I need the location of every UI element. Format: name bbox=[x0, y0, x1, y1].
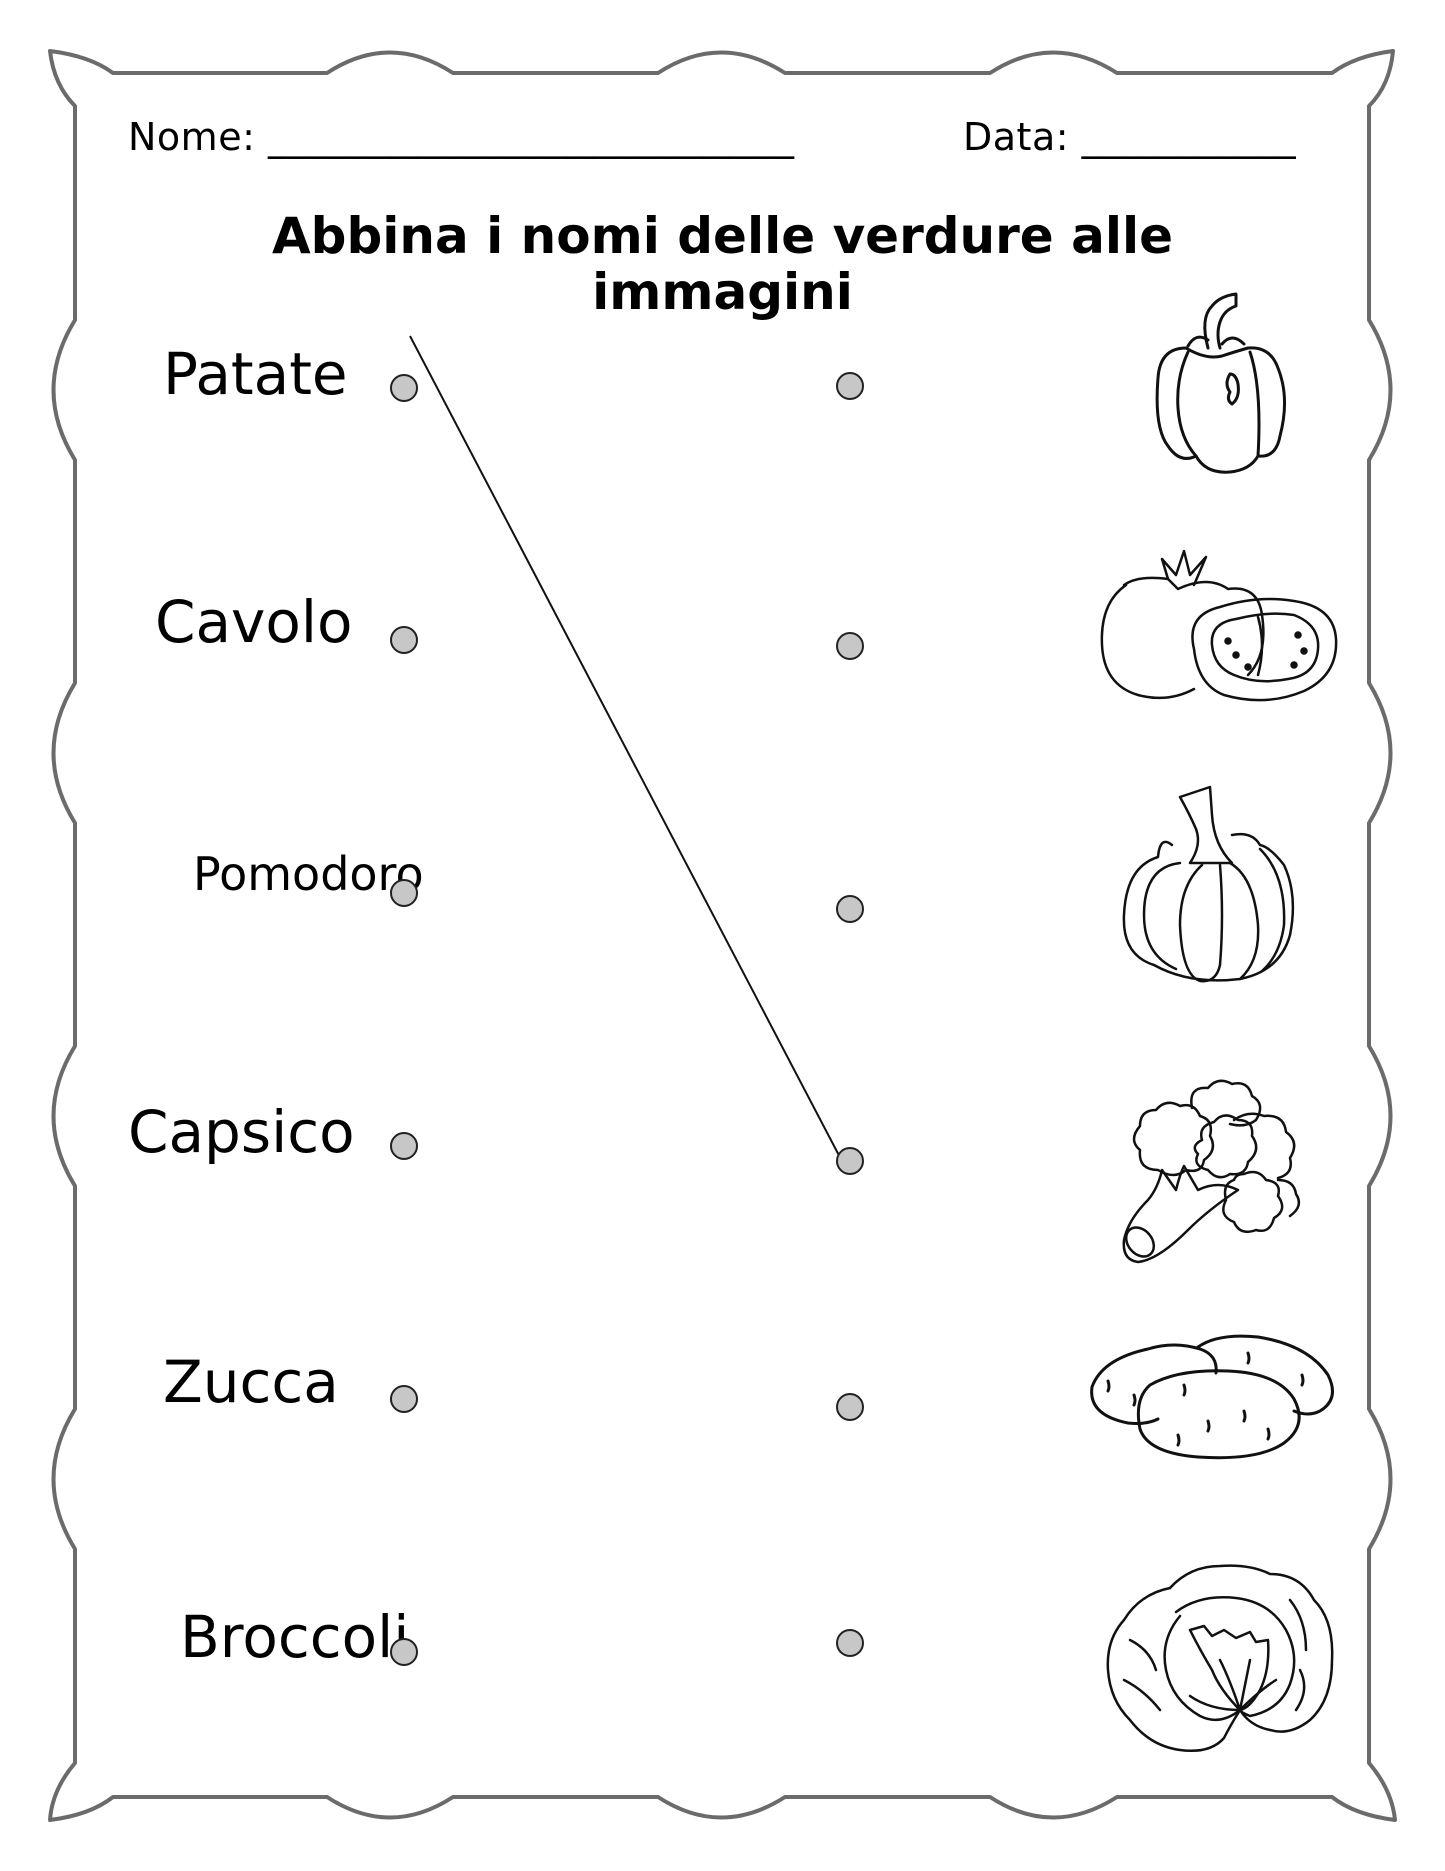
tomato-icon bbox=[1100, 549, 1338, 702]
date-field[interactable]: Data: ___________ bbox=[963, 115, 1296, 159]
name-label: Nome: bbox=[128, 115, 256, 159]
title-line-1: Abbina i nomi delle verdure alle bbox=[271, 207, 1174, 265]
date-label: Data: bbox=[963, 115, 1070, 159]
name-blank-line[interactable]: ___________________________ bbox=[267, 115, 795, 159]
title-line-2: immagini bbox=[592, 263, 853, 321]
pumpkin-icon bbox=[1122, 785, 1295, 983]
dot-picture-pumpkin[interactable] bbox=[836, 895, 864, 923]
word-pomodoro: Pomodoro bbox=[193, 847, 424, 901]
dot-word-patate[interactable] bbox=[390, 374, 418, 402]
potatoes-icon bbox=[1090, 1334, 1334, 1460]
name-field[interactable]: Nome: ___________________________ bbox=[128, 115, 794, 159]
word-zucca: Zucca bbox=[163, 1348, 339, 1416]
cabbage-icon bbox=[1106, 1564, 1334, 1752]
dot-word-capsico[interactable] bbox=[390, 1132, 418, 1160]
dot-picture-pepper[interactable] bbox=[836, 372, 864, 400]
word-cavolo: Cavolo bbox=[155, 588, 353, 656]
dot-word-cavolo[interactable] bbox=[390, 626, 418, 654]
dot-picture-cabbage[interactable] bbox=[836, 1629, 864, 1657]
word-patate: Patate bbox=[163, 340, 348, 408]
word-broccoli: Broccoli bbox=[180, 1603, 410, 1671]
dot-picture-tomato[interactable] bbox=[836, 632, 864, 660]
dot-word-pomodoro[interactable] bbox=[390, 879, 418, 907]
bell-pepper-icon bbox=[1155, 292, 1287, 474]
dot-word-broccoli[interactable] bbox=[390, 1638, 418, 1666]
dot-picture-broccoli[interactable] bbox=[836, 1147, 864, 1175]
date-blank-line[interactable]: ___________ bbox=[1081, 115, 1297, 159]
word-capsico: Capsico bbox=[128, 1098, 355, 1166]
worksheet-title: Abbina i nomi delle verdure alle immagin… bbox=[0, 208, 1445, 320]
dot-word-zucca[interactable] bbox=[390, 1385, 418, 1413]
dot-picture-potatoes[interactable] bbox=[836, 1393, 864, 1421]
broccoli-icon bbox=[1122, 1079, 1301, 1264]
